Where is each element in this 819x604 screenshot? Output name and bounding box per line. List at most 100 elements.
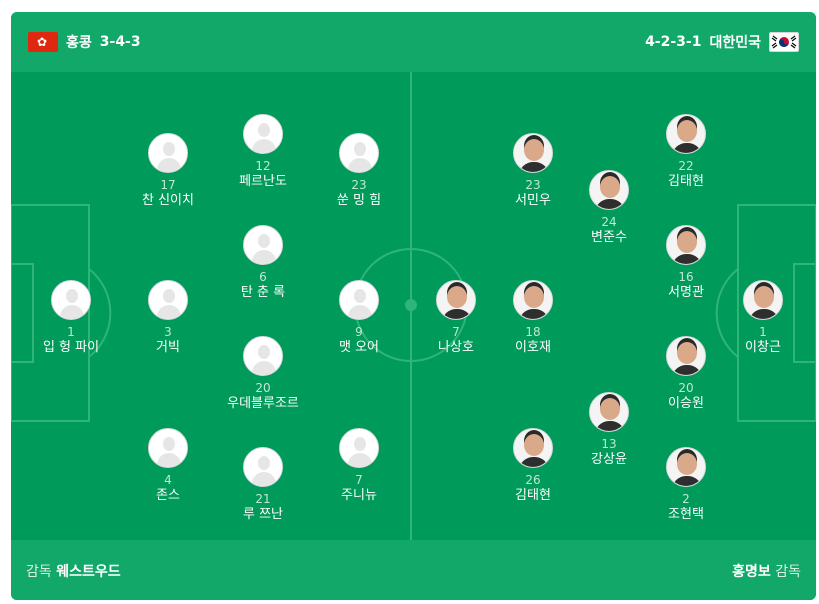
home-team-name: 홍콩 — [66, 35, 92, 51]
hong-kong-flag-icon: ✿ — [28, 32, 58, 52]
player-avatar — [148, 280, 188, 320]
away-player[interactable]: 26 김태현 — [478, 428, 588, 504]
player-avatar — [51, 280, 91, 320]
player-name: 김태현 — [515, 488, 551, 503]
player-photo — [666, 114, 706, 154]
home-player[interactable]: 7 주니뉴 — [304, 428, 414, 504]
teams-header: ✿ 홍콩 3-4-3 4-2-3-1 대한민국 — [11, 12, 816, 72]
player-name: 우데블루조르 — [227, 396, 299, 411]
away-player[interactable]: 18 이호재 — [478, 280, 588, 356]
player-name: 나상호 — [438, 340, 474, 355]
home-player[interactable]: 4 존스 — [113, 428, 223, 504]
player-number: 2 — [682, 492, 690, 506]
player-number: 22 — [678, 159, 694, 173]
player-name: 거빅 — [156, 340, 180, 355]
player-number: 20 — [255, 381, 271, 395]
player-name: 찬 신이치 — [142, 193, 194, 208]
player-number: 1 — [67, 325, 75, 339]
player-photo — [589, 170, 629, 210]
player-name: 서명관 — [668, 285, 704, 300]
player-name: 변준수 — [591, 230, 627, 245]
home-player[interactable]: 6 탄 춘 록 — [208, 225, 318, 301]
player-name: 강상윤 — [591, 452, 627, 467]
home-player[interactable]: 9 맷 오어 — [304, 280, 414, 356]
away-coach-name: 홍명보 — [732, 564, 771, 580]
player-number: 6 — [259, 270, 267, 284]
away-player[interactable]: 24 변준수 — [554, 170, 664, 246]
player-name: 김태현 — [668, 174, 704, 189]
player-number: 12 — [255, 159, 271, 173]
home-player[interactable]: 23 쑨 밍 힘 — [304, 133, 414, 209]
home-formation: 3-4-3 — [99, 34, 141, 50]
player-avatar — [339, 428, 379, 468]
home-coach[interactable]: 감독 웨스트우드 — [26, 561, 121, 581]
player-photo — [743, 280, 783, 320]
player-photo — [666, 225, 706, 265]
coach-role-label: 감독 — [775, 564, 801, 580]
player-name: 루 쯔난 — [242, 507, 283, 522]
player-number: 3 — [164, 325, 172, 339]
player-name: 맷 오어 — [338, 340, 379, 355]
player-name: 페르난도 — [239, 174, 287, 189]
player-number: 20 — [678, 381, 694, 395]
player-photo — [513, 133, 553, 173]
home-player-gk[interactable]: 1 입 헝 파이 — [16, 280, 126, 356]
player-number: 13 — [601, 437, 617, 451]
player-number: 1 — [759, 325, 767, 339]
player-number: 24 — [601, 215, 617, 229]
away-player[interactable]: 2 조현택 — [631, 447, 741, 523]
coach-role-label: 감독 — [26, 564, 52, 580]
away-player[interactable]: 7 나상호 — [401, 280, 511, 356]
player-photo — [513, 428, 553, 468]
player-number: 26 — [525, 473, 541, 487]
player-name: 존스 — [156, 488, 180, 503]
player-name: 입 헝 파이 — [42, 340, 100, 355]
away-player[interactable]: 13 강상윤 — [554, 392, 664, 468]
away-player[interactable]: 16 서명관 — [631, 225, 741, 301]
away-player[interactable]: 20 이승원 — [631, 336, 741, 412]
player-photo — [666, 336, 706, 376]
player-number: 17 — [160, 178, 176, 192]
player-number: 21 — [255, 492, 271, 506]
player-photo — [589, 392, 629, 432]
home-player[interactable]: 20 우데블루조르 — [208, 336, 318, 412]
home-coach-name: 웨스트우드 — [56, 564, 121, 580]
player-number: 18 — [525, 325, 541, 339]
south-korea-flag-icon — [769, 32, 799, 52]
away-team-name: 대한민국 — [709, 35, 761, 51]
coaches-footer: 감독 웨스트우드 홍명보 감독 — [11, 540, 816, 600]
player-avatar — [148, 428, 188, 468]
player-number: 9 — [355, 325, 363, 339]
player-name: 탄 춘 록 — [240, 285, 286, 300]
player-number: 23 — [351, 178, 367, 192]
player-photo — [513, 280, 553, 320]
player-avatar — [339, 280, 379, 320]
away-formation: 4-2-3-1 — [645, 34, 702, 50]
lineup-card: ✿ 홍콩 3-4-3 4-2-3-1 대한민국 — [11, 12, 816, 600]
player-avatar — [243, 114, 283, 154]
player-avatar — [243, 225, 283, 265]
player-name: 서민우 — [515, 193, 551, 208]
pitch: 1 입 헝 파이 17 찬 신이치 3 거빅 4 존스 12 페르난도 6 탄 … — [11, 72, 816, 540]
home-player[interactable]: 12 페르난도 — [208, 114, 318, 190]
player-avatar — [243, 447, 283, 487]
away-player[interactable]: 22 김태현 — [631, 114, 741, 190]
home-player[interactable]: 17 찬 신이치 — [113, 133, 223, 209]
home-player[interactable]: 3 거빅 — [113, 280, 223, 356]
away-coach[interactable]: 홍명보 감독 — [732, 561, 801, 581]
player-avatar — [243, 336, 283, 376]
player-name: 쑨 밍 힘 — [336, 193, 382, 208]
home-team-header: ✿ 홍콩 3-4-3 — [28, 32, 141, 52]
player-number: 23 — [525, 178, 541, 192]
home-player[interactable]: 21 루 쯔난 — [208, 447, 318, 523]
away-player[interactable]: 23 서민우 — [478, 133, 588, 209]
away-team-header: 4-2-3-1 대한민국 — [645, 32, 799, 52]
player-avatar — [148, 133, 188, 173]
player-name: 주니뉴 — [341, 488, 377, 503]
player-number: 7 — [355, 473, 363, 487]
away-player-gk[interactable]: 1 이창근 — [708, 280, 816, 356]
player-number: 4 — [164, 473, 172, 487]
player-name: 이승원 — [668, 396, 704, 411]
player-photo — [436, 280, 476, 320]
player-avatar — [339, 133, 379, 173]
